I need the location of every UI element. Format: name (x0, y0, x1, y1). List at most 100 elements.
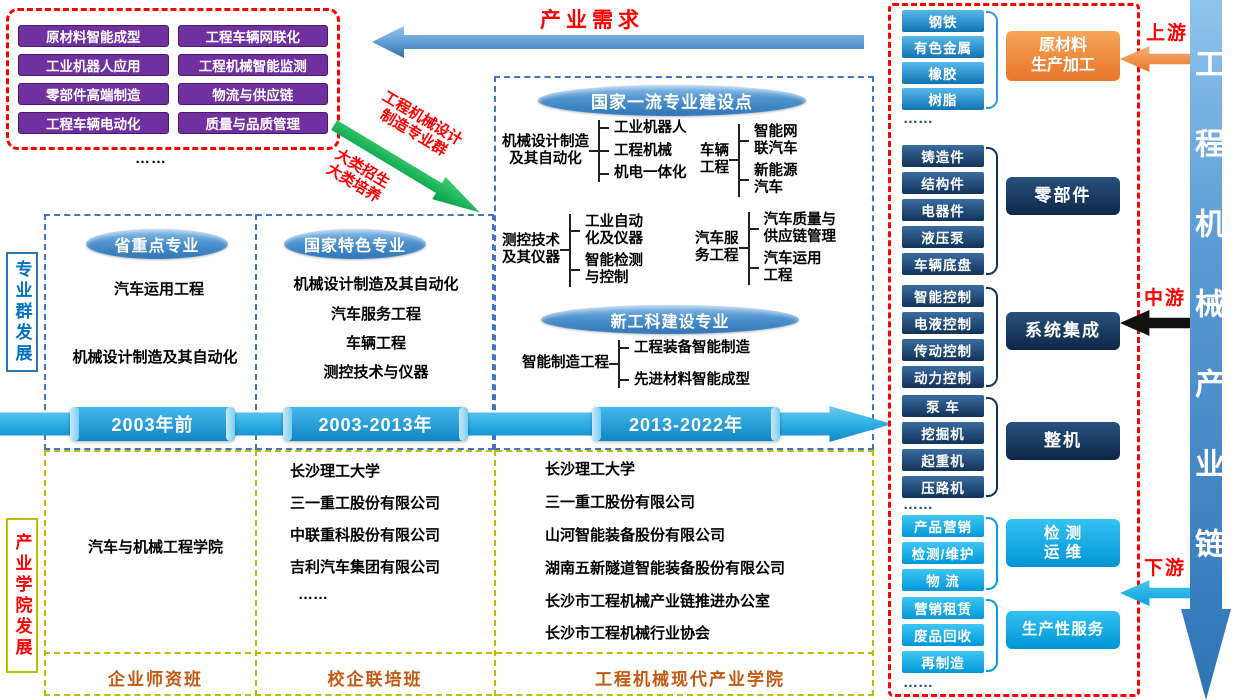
partner-item: 三一重工股份有限公司 (545, 494, 696, 511)
yellow-dashed-divider (44, 652, 874, 654)
chain-item: 检测/维护 (902, 542, 984, 564)
stage-midstream: 中游 (1144, 288, 1187, 309)
tree-child-label: 工程机械 (614, 142, 672, 159)
chain-item: 电器件 (902, 199, 984, 221)
college-item: 汽车与机械工程学院 (87, 539, 223, 556)
tree-child-label: 工业机器人 (614, 120, 687, 136)
chain-item: 电液控制 (902, 312, 984, 334)
demand-tag: 原材料智能成型 (18, 24, 169, 47)
ellipsis: …… (903, 110, 933, 127)
major-item: 汽车服务工程 (330, 306, 421, 323)
industry-chain-title: 工程机械产业链 (1190, 48, 1223, 608)
brace-connector (986, 397, 998, 497)
chain-item: 传动控制 (902, 339, 984, 361)
timeline-period: 2003年前 (70, 407, 235, 441)
tree-child: 汽车质量与 供应链管理 (750, 212, 837, 245)
tree-child: 新能源 汽车 (740, 163, 798, 196)
label-industry-college-development: 产业学院发展 (6, 518, 38, 673)
chain-item: 压路机 (902, 476, 984, 498)
tree-child: 工程机械 (600, 143, 687, 160)
label-professional-group-development: 专业群发展 (6, 252, 38, 372)
tree-connector (560, 249, 569, 252)
chain-category-parts: 零部件 (1006, 177, 1120, 215)
tree-child: 先进材料智能成型 (620, 372, 750, 389)
tree-parent: 机械设计制造 及其自动化 (502, 133, 589, 167)
tree-child-label: 工业自动 化及仪器 (585, 214, 643, 247)
ellipsis: …… (903, 496, 933, 513)
tree-child: 智能检测 与控制 (571, 253, 643, 286)
major-tree: 汽车服 务工程 汽车质量与 供应链管理 汽车运用 工程 (695, 212, 836, 285)
tree-child: 工程装备智能制造 (620, 340, 750, 357)
partner-item: 山河智能装备股份有限公司 (545, 527, 726, 544)
partner-item: 长沙理工大学 (545, 461, 636, 478)
ellipsis: …… (298, 586, 328, 603)
major-item: 机械设计制造及其自动化 (293, 276, 459, 293)
brace-connector (986, 147, 998, 275)
chain-category-complete-machine: 整机 (1006, 422, 1120, 460)
chain-item: 再制造 (902, 651, 984, 673)
tree-parent: 汽车服 务工程 (695, 230, 739, 265)
chain-item: 泵 车 (902, 395, 984, 417)
brace-connector (986, 599, 998, 672)
chain-item: 挖掘机 (902, 422, 984, 444)
tree-child-label: 智能检测 与控制 (585, 253, 643, 287)
chain-item: 钢铁 (902, 10, 984, 32)
header-new-engineering-majors: 新工科建设专业 (541, 305, 799, 334)
major-tree: 机械设计制造 及其自动化 工业机器人 工程机械 机电一体化 (502, 120, 687, 183)
header-national-first-class-majors: 国家一流专业建设点 (538, 85, 806, 116)
brace-connector (986, 11, 998, 109)
brace-connector (986, 517, 998, 590)
blue-dashed-frame-center (494, 76, 874, 450)
major-tree: 车辆 工程 智能网 联汽车 新能源 汽车 (700, 124, 798, 197)
tree-child: 工业机器人 (600, 120, 687, 137)
major-item: 汽车运用工程 (113, 281, 204, 298)
tree-parent: 测控技术 及其仪器 (502, 232, 560, 267)
major-item: 车辆工程 (345, 335, 406, 352)
tree-child-label: 智能网 联汽车 (754, 124, 798, 157)
demand-tag: 工程车辆网联化 (177, 24, 328, 47)
chain-item: 营销租赁 (902, 597, 984, 619)
chain-item: 铸造件 (902, 145, 984, 167)
yellow-dashed-frame (44, 450, 874, 696)
timeline-period: 2003-2013年 (283, 407, 468, 441)
stage-upstream: 上游 (1146, 23, 1189, 44)
chain-item: 废品回收 (902, 624, 984, 646)
chain-category-productive-services: 生产性服务 (1006, 611, 1120, 649)
chain-category-raw-materials: 原材料 生产加工 (1006, 31, 1120, 81)
tree-connector (589, 150, 598, 152)
tree-child-label: 机电一体化 (614, 165, 687, 182)
partner-item: 长沙市工程机械行业协会 (545, 625, 711, 642)
partner-item: 湖南五新隧道智能装备股份有限公司 (545, 560, 786, 577)
major-tree: 智能制造工程 工程装备智能制造 先进材料智能成型 (522, 340, 750, 389)
tree-connector (738, 247, 748, 250)
tree-child: 工业自动 化及仪器 (571, 214, 643, 247)
chain-item: 物 流 (902, 569, 984, 591)
demand-tag: 工业机器人应用 (18, 53, 169, 76)
tree-parent: 智能制造工程 (522, 355, 609, 372)
major-item: 测控技术与仪器 (323, 364, 429, 381)
chain-item: 树脂 (902, 88, 984, 110)
tree-connector (729, 159, 738, 162)
header-provincial-key-majors: 省重点专业 (86, 229, 228, 259)
partner-item: 吉利汽车集团有限公司 (290, 559, 441, 576)
tree-connector (609, 363, 618, 366)
blue-dashed-divider (255, 214, 257, 450)
demand-tag: 零部件高端制造 (18, 82, 169, 105)
tree-child: 机电一体化 (600, 165, 687, 182)
ellipsis: …… (135, 150, 167, 167)
partner-item: 长沙市工程机械产业链推进办公室 (545, 593, 771, 610)
demand-tag: 质量与品质管理 (177, 111, 328, 134)
tree-child-label: 汽车质量与 供应链管理 (763, 212, 837, 245)
tree-child-label: 先进材料智能成型 (634, 371, 750, 388)
partner-item: 长沙理工大学 (290, 463, 381, 480)
chain-item: 结构件 (902, 172, 984, 194)
tree-child: 智能网 联汽车 (740, 124, 798, 157)
blue-dashed-frame-left (44, 214, 494, 450)
chain-item: 橡胶 (902, 62, 984, 84)
chain-category-inspection-maintenance: 检 测 运 维 (1006, 519, 1120, 567)
demand-tag: 工程机械智能监测 (177, 53, 328, 76)
tree-parent: 车辆 工程 (700, 142, 729, 177)
chain-item: 产品营销 (902, 515, 984, 537)
industry-demand-title: 产业需求 (540, 9, 644, 32)
